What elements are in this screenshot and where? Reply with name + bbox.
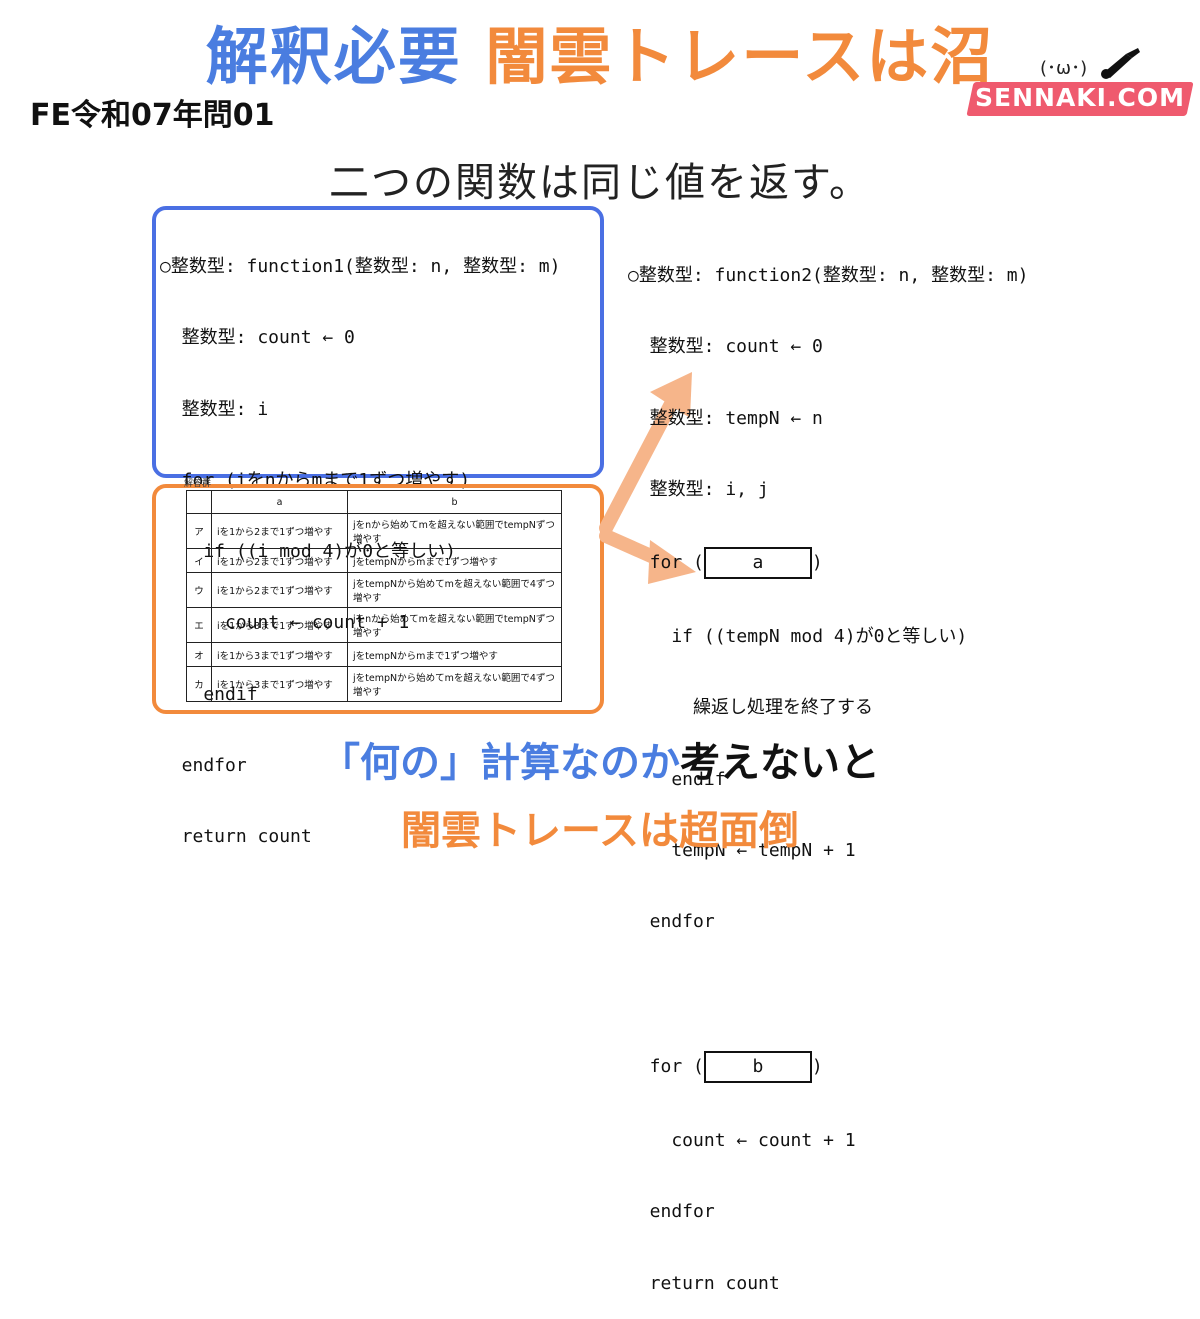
table-row: イ iを1から2まで1ずつ増やす jをtempNからmまで1ずつ増やす	[186, 548, 562, 573]
answer-b: jをtempNから始めてmを超えない範囲で4ずつ増やす	[347, 666, 562, 702]
code-line: 整数型: count ← 0	[628, 336, 823, 358]
answer-highlight-box	[152, 484, 604, 714]
answer-key: ア	[186, 513, 212, 549]
code-line: if ((tempN mod 4)が0と等しい)	[628, 626, 968, 648]
footer-blue-text: 「何の」計算なのか	[320, 740, 680, 786]
blank-a: a	[703, 547, 812, 580]
code-line: endfor	[160, 755, 247, 777]
for-a-suffix: )	[811, 552, 823, 574]
code-line: ○整数型: function2(整数型: n, 整数型: m)	[628, 265, 1029, 286]
code-line: endfor	[628, 1201, 715, 1223]
code-line: 整数型: count ← 0	[160, 327, 355, 349]
code-line-for-a: for (a)	[628, 546, 1028, 580]
code-line	[628, 979, 1028, 1008]
footer-black-text: 考えないと	[680, 740, 880, 786]
answer-b: jをnから始めてmを超えない範囲でtempNずつ増やす	[347, 607, 562, 643]
blank-b: b	[703, 1050, 812, 1083]
pointer-arrows	[599, 372, 696, 584]
answer-b: jをnから始めてmを超えない範囲でtempNずつ増やす	[347, 513, 562, 549]
title-part-2: 闇雲トレースは沼	[485, 20, 995, 93]
title-part-1: 解釈必要	[205, 20, 462, 93]
problem-heading: 二つの関数は同じ値を返す。	[329, 160, 871, 206]
logo-face-icon: (･ω･)	[1040, 58, 1088, 79]
code-line: ○整数型: function1(整数型: n, 整数型: m)	[160, 256, 561, 277]
table-header: b	[347, 490, 562, 514]
table-row: エ iを1から3まで1ずつ増やす jをnから始めてmを超えない範囲でtempNず…	[186, 607, 562, 643]
footer-line-1: 「何の」計算なのか考えないと	[0, 730, 1200, 788]
arrow-to-blank-a-icon	[599, 372, 692, 535]
code-line-for-b: for (b)	[628, 1050, 1028, 1084]
answer-b: jをtempNからmまで1ずつ増やす	[347, 548, 562, 573]
table-row: カ iを1から3まで1ずつ増やす jをtempNから始めてmを超えない範囲で4ず…	[186, 666, 562, 702]
code-line: endfor	[628, 911, 715, 933]
answer-table: a b ア iを1から2まで1ずつ増やす jをnから始めてmを超えない範囲でte…	[186, 490, 562, 702]
code-line: return count	[628, 1272, 780, 1294]
footer-line-2: 闇雲トレースは超面倒	[401, 808, 799, 854]
code-line: count ← count + 1	[628, 1129, 856, 1151]
answer-key: オ	[186, 642, 212, 667]
answer-b: jをtempNからmまで1ずつ増やす	[347, 642, 562, 667]
answer-group-label: 解答群	[184, 479, 212, 489]
logo-text: SENNAKI.COM	[975, 83, 1185, 112]
answer-a: iを1から2まで1ずつ増やす	[211, 572, 348, 608]
arrow-to-blank-b-icon	[599, 529, 696, 584]
for-a-prefix: for (	[628, 552, 704, 574]
answer-a: iを1から2まで1ずつ増やす	[211, 513, 348, 549]
code-line: 整数型: tempN ← n	[628, 407, 823, 429]
code-line: endif	[628, 768, 726, 790]
brush-icon	[1101, 48, 1140, 79]
code-line: 整数型: i, j	[628, 478, 769, 500]
answer-a: iを1から3まで1ずつ増やす	[211, 607, 348, 643]
site-logo[interactable]: (･ω･) SENNAKI.COM	[966, 44, 1194, 124]
code-line: tempN ← tempN + 1	[628, 840, 856, 862]
page-title: 解釈必要 闇雲トレースは沼	[0, 6, 1200, 96]
table-row: ウ iを1から2まで1ずつ増やす jをtempNから始めてmを超えない範囲で4ず…	[186, 572, 562, 608]
answer-key: ウ	[186, 572, 212, 608]
table-row: オ iを1から3まで1ずつ増やす jをtempNからmまで1ずつ増やす	[186, 642, 562, 667]
exam-subtitle: FE令和07年問01	[30, 98, 275, 133]
for-b-suffix: )	[811, 1055, 823, 1077]
code-line: 繰返し処理を終了する	[628, 697, 874, 719]
function1-highlight-box	[152, 206, 604, 478]
code-line: return count	[160, 826, 312, 848]
code-line: 整数型: i	[160, 398, 269, 420]
for-b-prefix: for (	[628, 1055, 704, 1077]
table-row: ア iを1から2まで1ずつ増やす jをnから始めてmを超えない範囲でtempNず…	[186, 513, 562, 549]
table-header-row: a b	[186, 490, 562, 514]
